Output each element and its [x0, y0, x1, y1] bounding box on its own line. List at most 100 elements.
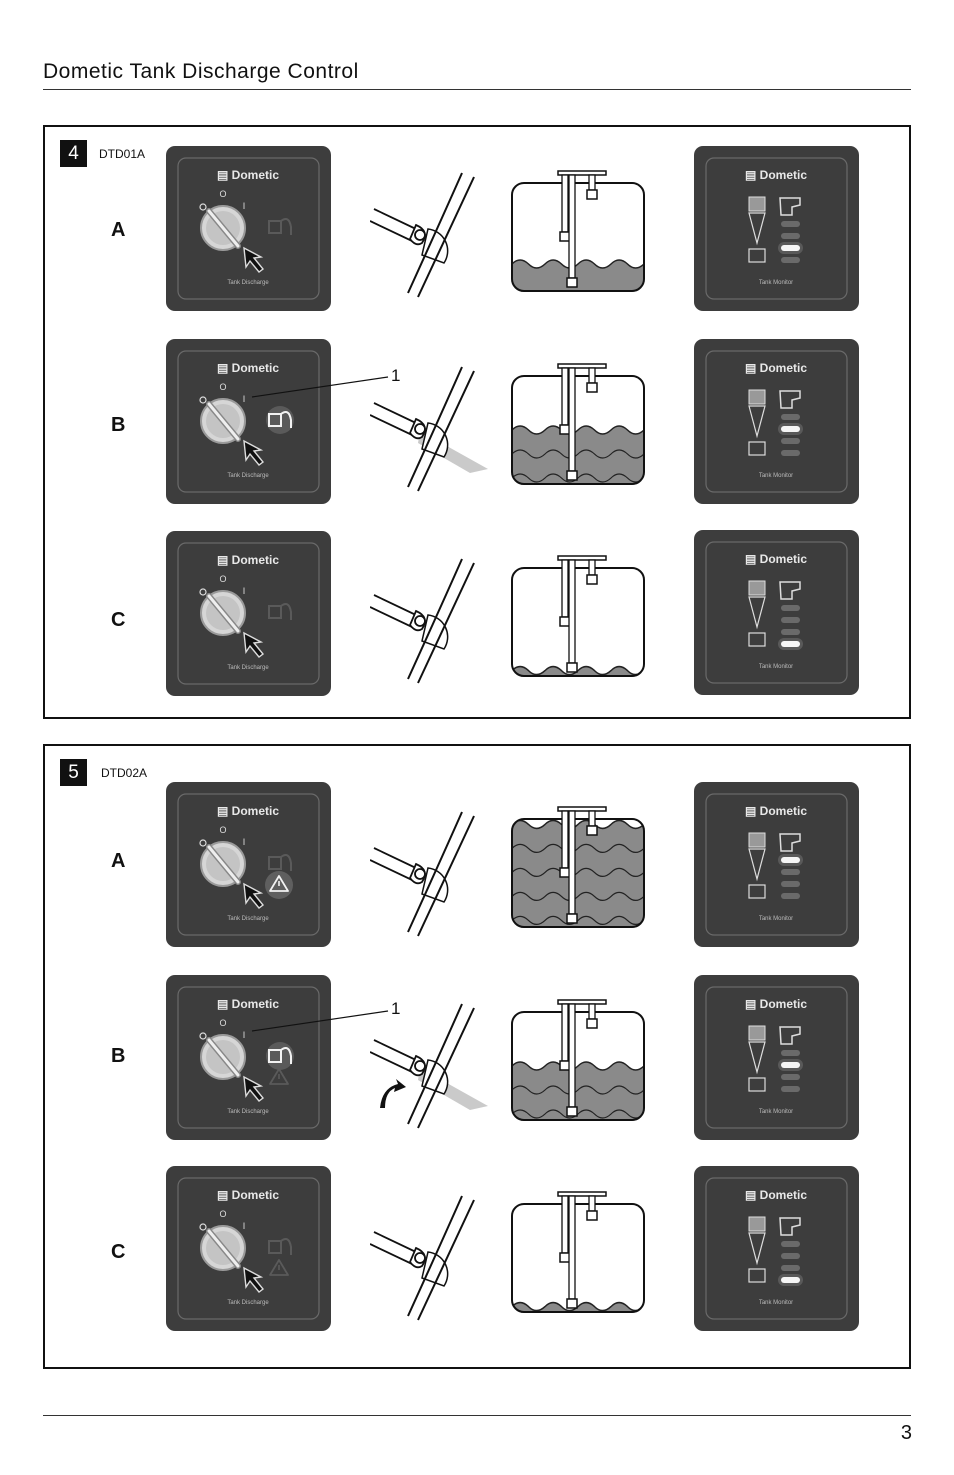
water-fill	[512, 819, 644, 927]
panel-caption: Tank Monitor	[759, 664, 793, 670]
tank-graphic	[511, 999, 645, 1121]
press-arrow-icon	[243, 631, 265, 658]
panel-caption: Tank Monitor	[759, 280, 793, 286]
discharge-valve-diagram	[369, 806, 495, 941]
holding-tank-diagram	[508, 170, 648, 295]
valve-graphic	[369, 1003, 488, 1129]
brand-logo: ▤ Dometic	[745, 804, 807, 818]
level-led	[781, 414, 800, 420]
valve-graphic	[369, 558, 475, 684]
rotary-knob[interactable]	[200, 1225, 246, 1271]
footer-rule	[43, 1415, 911, 1416]
level-led	[781, 617, 800, 623]
warning-icon	[265, 871, 293, 899]
switch-off-marker: O	[219, 825, 226, 835]
rotary-knob[interactable]	[200, 398, 246, 444]
water-fill	[512, 425, 644, 484]
switch-on-marker: I	[243, 837, 246, 847]
row-label: C	[111, 609, 126, 631]
level-led	[781, 221, 800, 227]
level-led	[781, 1265, 800, 1271]
holding-tank-diagram	[508, 363, 648, 488]
row-label: B	[111, 414, 126, 436]
level-led	[781, 881, 800, 887]
tank-graphic	[511, 363, 645, 485]
water-fill	[512, 1301, 644, 1312]
tank-level-icon	[748, 196, 766, 263]
brand-logo: ▤ Dometic	[745, 1188, 807, 1202]
page-number: 3	[900, 1422, 912, 1444]
discharge-valve-diagram	[369, 361, 495, 496]
level-led	[781, 438, 800, 444]
tank-level-icon	[748, 832, 766, 899]
switch-off-marker: O	[219, 1018, 226, 1028]
brand-logo: ▤ Dometic	[217, 361, 279, 375]
brand-logo: ▤ Dometic	[217, 553, 279, 567]
valve-status-icon	[268, 218, 292, 235]
tank-level-icon	[748, 389, 766, 456]
callout-number: 1	[391, 366, 401, 385]
level-probes	[557, 170, 607, 288]
figure-number: 4	[60, 140, 87, 167]
row-label: C	[111, 1241, 126, 1263]
holding-tank-diagram	[508, 999, 648, 1124]
header-rule	[43, 89, 911, 90]
tank-level-icon	[748, 580, 766, 647]
brand-logo: ▤ Dometic	[217, 1188, 279, 1202]
valve-status-icon	[268, 1238, 292, 1255]
level-led	[781, 629, 800, 635]
switch-on-marker: I	[243, 1221, 246, 1231]
tank-level-icon	[748, 1025, 766, 1092]
discharge-valve-diagram	[369, 167, 495, 302]
press-arrow-icon	[243, 1266, 265, 1293]
rotary-knob[interactable]	[200, 841, 246, 887]
valve-graphic	[369, 366, 488, 492]
panel-caption: Tank Monitor	[759, 1109, 793, 1115]
callout-line	[251, 376, 389, 398]
panel-caption: Tank Discharge	[227, 280, 269, 286]
figure-number: 5	[60, 759, 87, 786]
valve-status-icon	[268, 603, 292, 620]
brand-logo: ▤ Dometic	[217, 804, 279, 818]
panel-caption: Tank Monitor	[759, 1300, 793, 1306]
level-led	[781, 1241, 800, 1247]
rotary-knob[interactable]	[200, 205, 246, 251]
figure-code: DTD02A	[101, 766, 148, 780]
level-led	[781, 426, 800, 432]
callout-number: 1	[391, 999, 401, 1018]
level-led	[781, 1253, 800, 1259]
figure-code: DTD01A	[99, 147, 146, 161]
callout-line	[251, 1010, 389, 1032]
tank-graphic	[511, 1191, 645, 1313]
switch-off-marker: O	[219, 382, 226, 392]
brand-logo: ▤ Dometic	[745, 997, 807, 1011]
tank-graphic	[511, 170, 645, 292]
rotary-knob[interactable]	[200, 590, 246, 636]
toilet-icon	[779, 581, 801, 600]
switch-on-marker: I	[243, 1030, 246, 1040]
level-probes	[557, 1191, 607, 1309]
warning-icon	[269, 1068, 289, 1085]
switch-off-marker: O	[219, 1209, 226, 1219]
valve-graphic	[369, 811, 475, 937]
press-arrow-icon	[243, 882, 265, 909]
tank-graphic	[511, 555, 645, 677]
page-title: Dometic Tank Discharge Control	[43, 60, 359, 83]
switch-on-marker: I	[243, 201, 246, 211]
row-label: A	[111, 850, 126, 872]
valve-status-icon	[266, 406, 294, 434]
rotary-knob[interactable]	[200, 1034, 246, 1080]
panel-caption: Tank Discharge	[227, 916, 269, 922]
